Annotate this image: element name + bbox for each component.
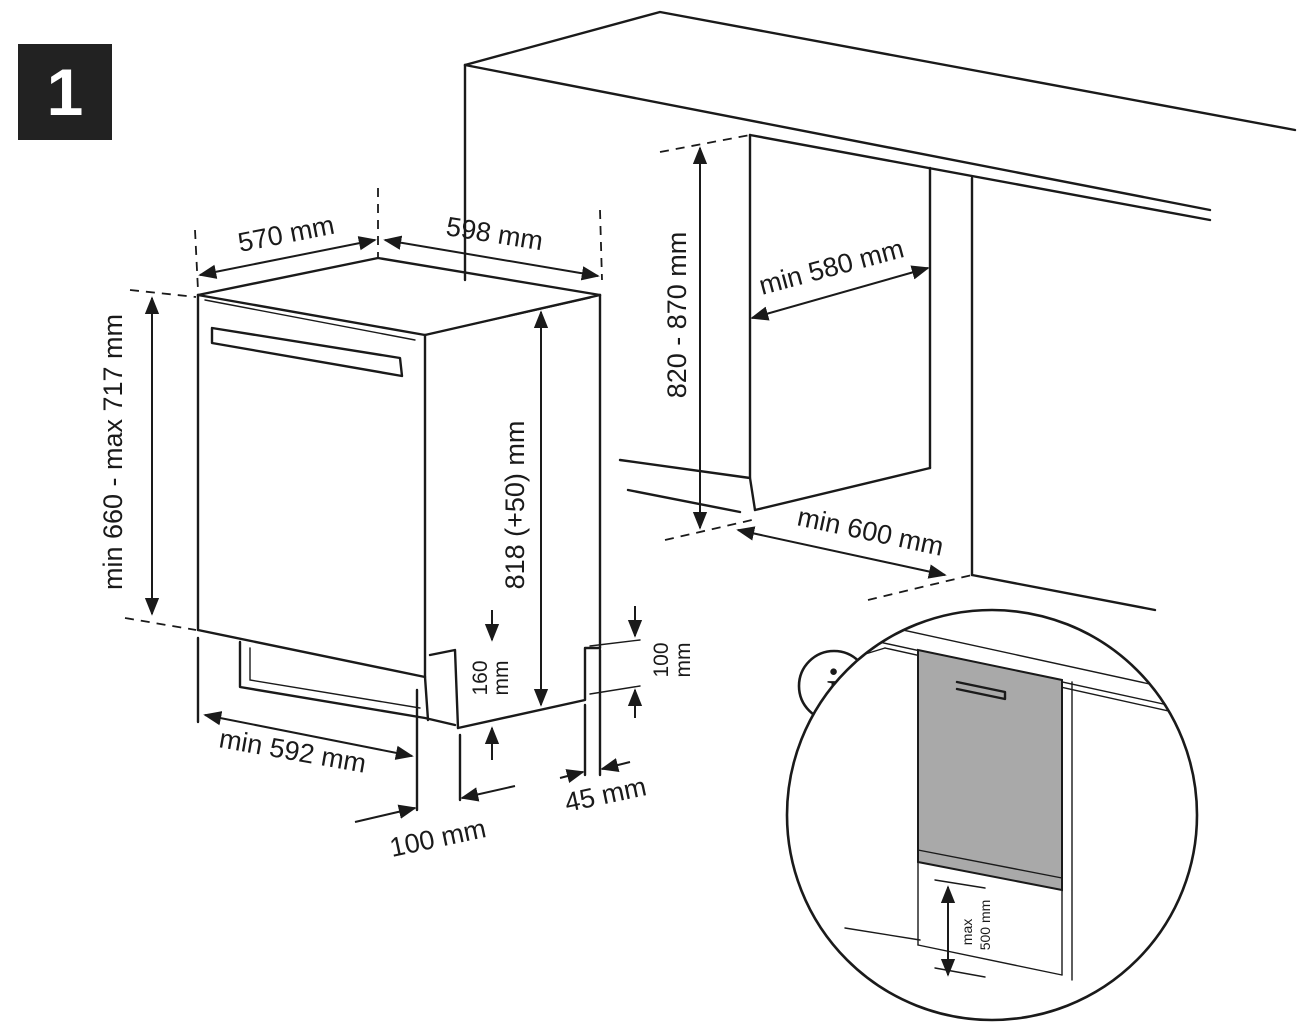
label-plinth-front-unit: mm [490,661,513,696]
label-niche-width: min 580 mm [756,233,907,300]
label-max-plinth-value: 500 mm [977,900,993,951]
label-width-598: 598 mm [444,211,545,256]
label-max-plinth-word: max [959,919,975,945]
label-plinth-front-value: 160 [469,660,492,695]
label-niche-height: 820 - 870 mm [662,232,692,399]
label-niche-depth: min 600 mm [795,502,947,562]
dishwasher [124,188,603,812]
kitchen-cabinet [463,10,1297,612]
label-plinth-back-unit: mm [672,643,695,678]
label-appliance-height: 818 (+50) mm [500,421,530,590]
label-plinth-back-value: 100 [650,642,673,677]
detail-inset: max 500 mm [785,608,1199,1022]
dimension-arrows [144,146,947,823]
step-number-badge: 1 [18,44,112,140]
label-rear-gap: 45 mm [562,771,649,818]
label-door-height: min 660 - max 717 mm [98,314,128,590]
label-plinth-setback: 100 mm [387,813,489,863]
